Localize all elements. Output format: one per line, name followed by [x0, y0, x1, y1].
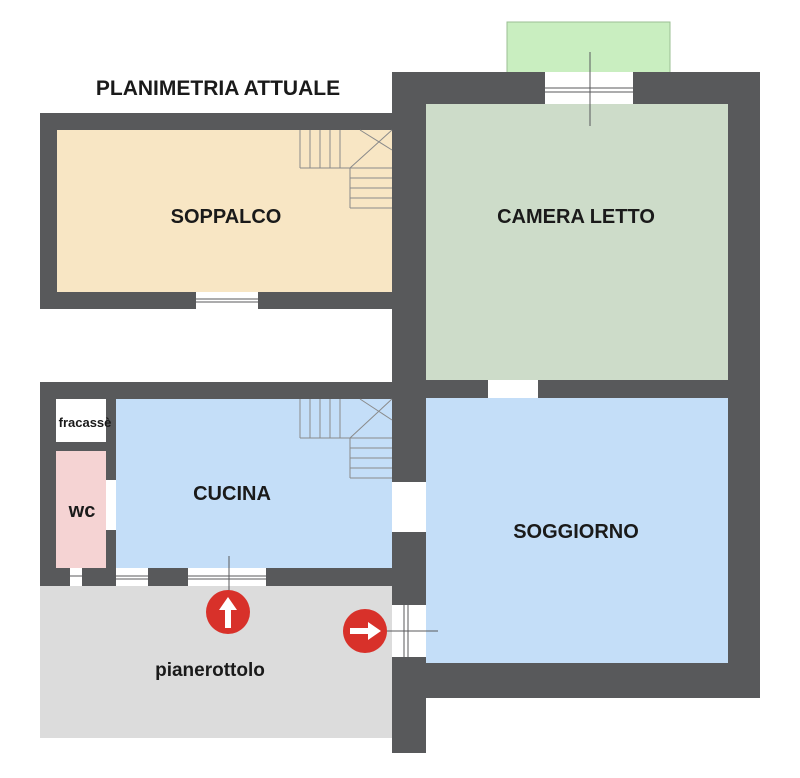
entrance-cucina [188, 556, 266, 596]
arrow-up-icon [206, 590, 250, 634]
room-fracasse [56, 399, 106, 442]
walls [40, 72, 760, 753]
label-pianerottolo: pianerottolo [155, 660, 265, 681]
label-fracasse: fracassè [59, 415, 112, 430]
room-camera-letto [426, 104, 728, 380]
window-camera-top [545, 52, 633, 126]
label-soppalco: SOPPALCO [171, 206, 282, 228]
room-soggiorno [426, 398, 728, 663]
balcony [506, 21, 671, 75]
door-camera-soggiorno [488, 380, 538, 398]
window-cucina-small [116, 568, 148, 586]
room-wc [56, 451, 106, 568]
stairs-soppalco [299, 129, 393, 209]
door-cucina-soggiorno [392, 482, 426, 532]
label-cucina: CUCINA [193, 483, 271, 505]
label-soggiorno: SOGGIORNO [513, 521, 639, 543]
plan-title: PLANIMETRIA ATTUALE [96, 77, 340, 100]
stairs-cucina [299, 398, 393, 479]
room-soppalco [57, 130, 392, 292]
window-soppalco [196, 292, 258, 309]
room-cucina [116, 399, 392, 568]
label-camera-letto: CAMERA LETTO [497, 206, 655, 228]
door-wc [106, 480, 116, 530]
arrow-right-icon [343, 609, 387, 653]
label-wc: wc [68, 500, 96, 522]
window-wc [70, 568, 82, 586]
entrance-soggiorno [380, 605, 438, 657]
